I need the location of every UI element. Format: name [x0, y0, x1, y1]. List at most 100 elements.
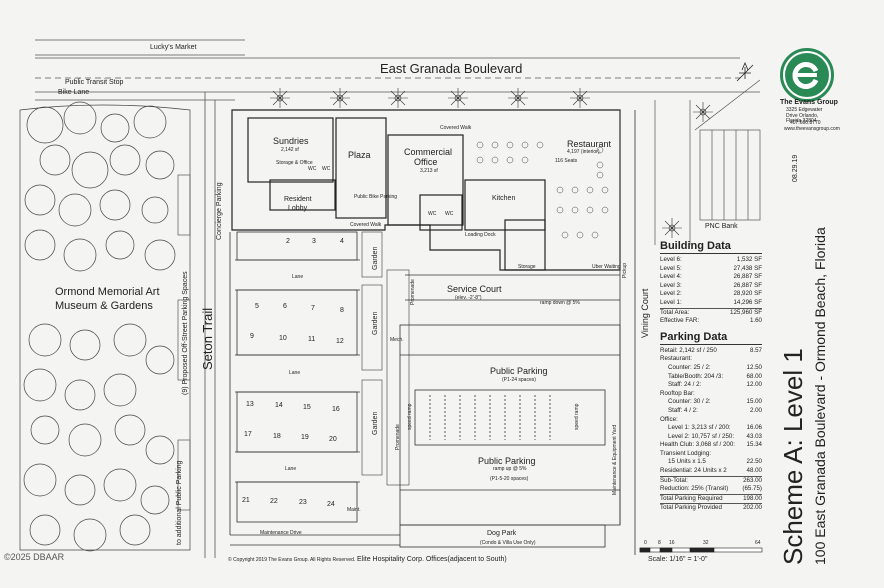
- parking-row-label: Staff: 24 / 2:: [668, 381, 702, 389]
- building-row: Level 4:26,887 SF: [660, 273, 762, 281]
- parking-row: Level 1: 3,213 sf / 200:16.06: [660, 424, 762, 433]
- wc-label-4: WC: [445, 211, 454, 217]
- scheme-title-block: Scheme A: Level 1 100 East Granada Boule…: [778, 227, 828, 565]
- pnc-bank-label: PNC Bank: [705, 223, 738, 230]
- company-address: 3325 Edgewater Drive Orlando, Florida 32…: [786, 107, 823, 124]
- unit-number: 15: [303, 404, 311, 411]
- office-label: Office: [414, 157, 438, 167]
- garden-label-2: Garden: [372, 311, 379, 335]
- museum-tree-canopy: [19, 101, 191, 552]
- parking-row-label: Counter: 30 / 2:: [668, 398, 711, 406]
- maintenance-drive-label: Maintenance Drive: [260, 530, 302, 536]
- parking-garage: [399, 110, 636, 555]
- scheme-subtitle: 100 East Granada Boulevard - Ormond Beac…: [812, 227, 828, 565]
- parking-row-label: Rooftop Bar:: [660, 389, 695, 397]
- dog-park-label: Dog Park: [487, 530, 517, 537]
- vining-court-lines: [654, 79, 761, 245]
- copyright-watermark: ©2025 DBAAR: [4, 552, 65, 562]
- parking-row-label: Transient Lodging:: [660, 449, 712, 457]
- parking-reduction-row: Reduction: 25% (Transit)(65.75): [660, 485, 762, 493]
- building-far-row: Effective FAR:1.60: [660, 317, 762, 325]
- unit-number: 6: [283, 303, 287, 310]
- wc-label-3: WC: [428, 211, 437, 217]
- speed-ramp-label-2: speed ramp: [574, 403, 580, 430]
- kitchen-label: Kitchen: [492, 195, 516, 202]
- parking-row-value: 15.34: [746, 441, 762, 449]
- parking-row: Level 2: 10,757 sf / 250:43.03: [660, 433, 762, 442]
- copyright-label: © Copyright 2019 The Evans Group. All Ri…: [228, 557, 356, 563]
- parking-row-label: Retail: 2,142 sf / 250: [660, 346, 717, 354]
- lane-label-3: Lane: [285, 466, 297, 472]
- parking-row: Transient Lodging:: [660, 450, 762, 459]
- east-granada-boulevard-label: East Granada Boulevard: [380, 61, 523, 76]
- restaurant-label: Restaurant: [567, 139, 612, 149]
- storage-office-label: Storage & Office: [276, 160, 313, 166]
- proposed-parking-label: (9) Proposed Off-Street Parking Spaces: [182, 271, 189, 395]
- mech-label: Mech.: [390, 337, 404, 343]
- building-row: Level 3:26,887 SF: [660, 281, 762, 289]
- dog-park-sub: (Condo & Villa Use Only): [480, 540, 536, 546]
- public-parking-2-label: Public Parking: [478, 456, 536, 466]
- parking-row: Staff: 24 / 2: 12.00: [660, 381, 762, 390]
- resident-lobby-label-1: Resident: [284, 196, 312, 203]
- granada-boulevard-lines: [35, 39, 760, 558]
- parking-row-label: Health Club: 3,068 sf / 200:: [660, 441, 735, 449]
- promenade-label-1: Promenade: [410, 279, 416, 305]
- parking-row-label: 15 Units x 1.5: [668, 458, 706, 466]
- unit-number: 19: [301, 434, 309, 441]
- lane-label-2: Lane: [289, 370, 301, 376]
- unit-number: 12: [336, 338, 344, 345]
- parking-row: Office:: [660, 416, 762, 425]
- public-parking-2-spaces: (P1-5-20 spaces): [490, 476, 529, 482]
- parking-row: Table/Booth: 204 /3:68.00: [660, 373, 762, 382]
- restaurant-seating: [476, 141, 609, 239]
- wc-label-1: WC: [308, 166, 317, 172]
- building-data-title: Building Data: [660, 240, 762, 254]
- unit-number: 9: [250, 333, 254, 340]
- additional-parking-label: to additional Public Parking: [176, 460, 183, 545]
- office-area: 3,213 sf: [420, 168, 438, 174]
- unit-number: 20: [329, 436, 337, 443]
- parking-row-value: 16.06: [746, 424, 762, 432]
- covered-walk-label-2: Covered Walk: [350, 222, 382, 228]
- pnc-bank-outline: [699, 129, 761, 221]
- covered-walk-label-1: Covered Walk: [440, 125, 472, 131]
- parking-row-value: 12.00: [746, 381, 762, 389]
- building-row: Level 1:14,296 SF: [660, 298, 762, 306]
- unit-number: 18: [273, 433, 281, 440]
- scale-tick: 8: [658, 540, 661, 546]
- parking-row-value: 2.00: [749, 406, 762, 414]
- unit-number: 24: [327, 501, 335, 508]
- uber-waiting-label: Uber Waiting: [592, 264, 621, 270]
- scheme-title: Scheme A: Level 1: [778, 348, 808, 565]
- resident-lobby-label-2: Lobby: [288, 205, 308, 212]
- loading-dock-label: Loading Dock: [465, 232, 496, 238]
- unit-number: 8: [340, 307, 344, 314]
- parking-row-label: Table/Booth: 204 /3:: [668, 372, 724, 380]
- residential-unit-grid: [229, 231, 400, 546]
- building-row: Level 6:1,532 SF: [660, 256, 762, 263]
- unit-number: 14: [275, 402, 283, 409]
- promenade-label-2: Promenade: [395, 424, 401, 450]
- parking-row: Counter: 30 / 2:15.00: [660, 398, 762, 407]
- building-row: Level 2:28,920 SF: [660, 290, 762, 298]
- commercial-label: Commercial: [404, 147, 453, 157]
- seton-trail-label: Seton Trail: [200, 307, 215, 370]
- bike-parking-label: Public Bike Parking: [354, 194, 398, 200]
- unit-number: 10: [279, 335, 287, 342]
- parking-subtotal-row: Sub-Total:263.00: [660, 475, 762, 484]
- pickup-label: Pickup: [622, 262, 628, 278]
- unit-number: 11: [308, 336, 316, 343]
- vining-court-label: Vining Court: [640, 288, 650, 338]
- company-name: The Evans Group: [780, 99, 838, 106]
- parking-row: Health Club: 3,068 sf / 200: 15.34: [660, 441, 762, 450]
- speed-ramp-label-1: speed ramp: [407, 403, 413, 430]
- scale-tick: 64: [755, 540, 761, 546]
